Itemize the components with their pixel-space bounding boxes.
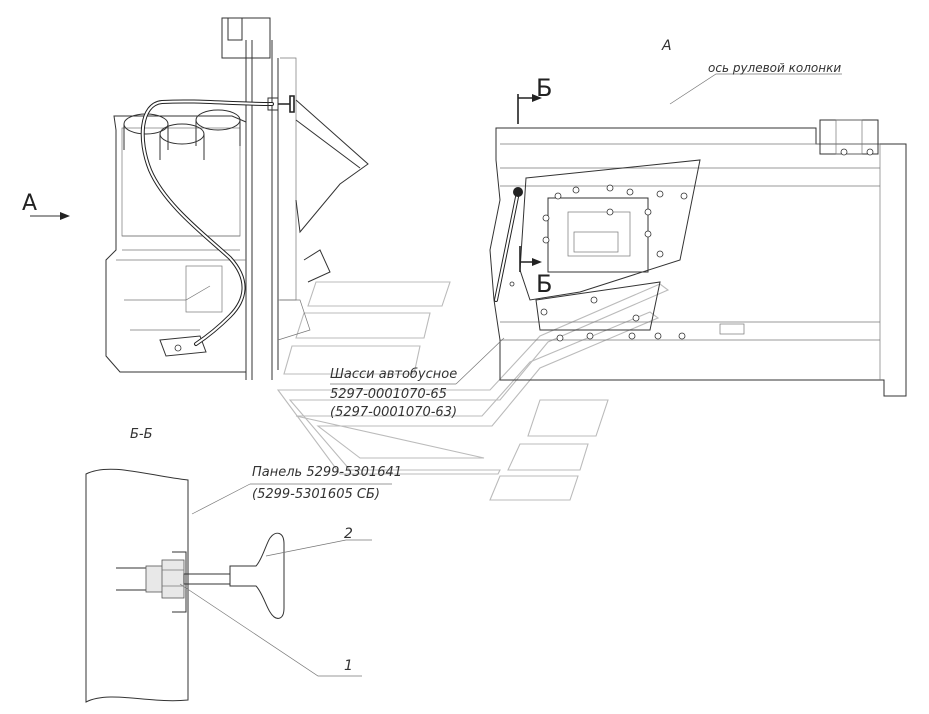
panel-caption: Панель 5299-5301641 (5299-5301605 СБ) — [191, 465, 402, 515]
panel-label-line2: (5299-5301605 СБ) — [252, 487, 380, 502]
section-bb-title: Б-Б — [130, 427, 153, 442]
chassis-caption: Шасси автобусное 5297-0001070-65 (5297-0… — [330, 337, 505, 420]
callout-2: 2 — [344, 526, 353, 542]
steering-axis-label: ось рулевой колонки — [708, 61, 841, 75]
heater-assembly — [105, 17, 369, 380]
cable — [140, 95, 295, 346]
section-mark-b: Б Б — [517, 74, 552, 298]
frame-bolts — [509, 184, 688, 342]
view-a-title: А — [661, 38, 672, 54]
section-bb: Б-Б 2 1 — [85, 427, 372, 703]
section-mark-bottom-label: Б — [536, 270, 552, 298]
chassis-view: А ось рулевой колонки — [489, 38, 907, 397]
chassis-label-line1: Шасси автобусное — [330, 367, 457, 382]
chassis-label-line2: 5297-0001070-65 — [330, 387, 447, 402]
callout-1: 1 — [344, 658, 353, 674]
panel-label-line1: Панель 5299-5301641 — [252, 465, 402, 480]
view-arrow-a: А — [22, 191, 70, 220]
section-mark-top-label: Б — [536, 74, 552, 102]
view-arrow-a-label: А — [22, 191, 37, 216]
chassis-label-line3: (5297-0001070-63) — [330, 405, 457, 420]
